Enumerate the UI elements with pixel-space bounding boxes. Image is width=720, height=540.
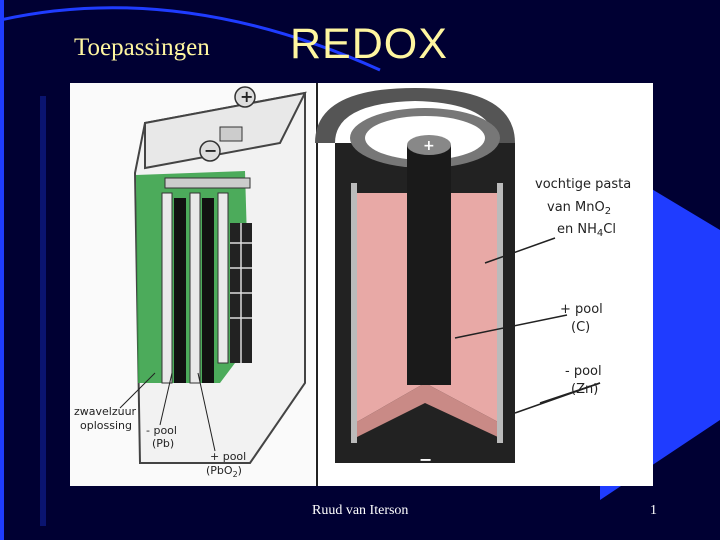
plate-connector: [164, 177, 251, 189]
slide-page-number: 1: [650, 503, 657, 518]
negative-pole-label-line2: (Pb): [152, 437, 174, 450]
plus-pole-label-line2: (C): [571, 320, 590, 335]
electrolyte-label-line1: zwavelzuur: [74, 405, 137, 418]
plate-2: [174, 198, 186, 383]
positive-terminal: [234, 86, 256, 108]
battery-figure: + − zwavelzuur oplossing - pool (Pb) + p…: [70, 83, 653, 486]
terminal-bolt: [219, 126, 243, 142]
zinc-wall-right: [497, 183, 503, 443]
minus-pole-label-line1: - pool: [565, 364, 602, 379]
grid-pattern: [230, 223, 252, 363]
electrolyte-label-line2: oplossing: [80, 419, 132, 432]
pointer-arrows: [454, 237, 601, 414]
decor-curve: [0, 6, 381, 72]
plate-1: [161, 192, 173, 384]
positive-terminal-sign: +: [240, 87, 253, 106]
zinc-wall-left: [351, 183, 357, 443]
decor-left-bar: [0, 0, 4, 540]
slide-footer-author: Ruud van Iterson: [312, 503, 409, 518]
cap-plus-sign: +: [423, 138, 435, 154]
negative-terminal-sign: −: [204, 141, 217, 160]
plate-4: [202, 198, 214, 383]
leader-lines: [119, 372, 216, 452]
casing-top: [315, 88, 515, 143]
paste-wedge: [355, 383, 500, 438]
dry-cell-illustration: + − vochtige pasta van MnO2 en NH4Cl + p…: [315, 83, 653, 486]
positive-pole-label-line1: + pool: [210, 450, 246, 463]
slide-subtitle: Toepassingen: [74, 34, 210, 61]
negative-pole-label-line1: - pool: [146, 424, 177, 437]
slide-title: REDOX: [290, 20, 448, 68]
carbon-rod-cap: [407, 135, 451, 155]
plate-3: [189, 192, 201, 384]
carbon-rod: [407, 145, 451, 385]
positive-pole-label-line2: (PbO2): [206, 464, 242, 479]
minus-pole-label-line2: (Zn): [571, 382, 598, 397]
paste-label-line1: vochtige pasta: [535, 177, 631, 192]
lead-acid-battery-illustration: + − zwavelzuur oplossing - pool (Pb) + p…: [70, 83, 315, 486]
plus-pole-label-line1: + pool: [560, 302, 603, 317]
negative-terminal: [199, 140, 221, 162]
bottom-minus-sign: −: [419, 450, 432, 469]
paste-label-line3: en NH4Cl: [557, 222, 616, 239]
decor-vertical-line: [40, 96, 46, 526]
plate-5: [217, 192, 229, 364]
paste-label-line2: van MnO2: [547, 200, 611, 217]
